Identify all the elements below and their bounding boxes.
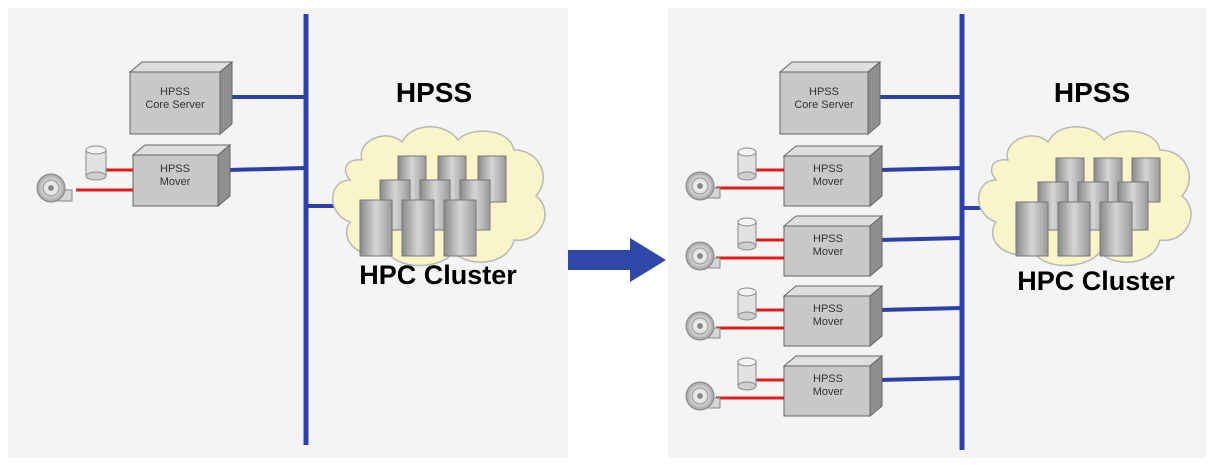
mover-label-line1: HPSS: [813, 373, 843, 385]
server-icon: [359, 199, 393, 257]
mover-label-line1: HPSS: [813, 163, 843, 175]
disk-icon: [737, 287, 757, 321]
mover-label-line2: Mover: [813, 176, 844, 188]
disk-icon: [737, 147, 757, 181]
core-server-box: HPSS Core Server: [778, 60, 882, 136]
disk-icon: [737, 217, 757, 251]
mover-label-line1: HPSS: [160, 163, 190, 175]
tape-icon: [685, 241, 721, 271]
hpss-title: HPSS: [396, 77, 472, 108]
tape-icon: [685, 311, 721, 341]
mover-label-line1: HPSS: [813, 303, 843, 315]
cluster-servers: [359, 155, 507, 257]
mover-label-line2: Mover: [160, 176, 191, 188]
left-scenario: HPSS Core Server HPSS Mover HPSS: [36, 14, 546, 445]
mover-unit: HPSS Mover: [685, 284, 963, 348]
mover-box: [783, 295, 871, 347]
transition-arrow: [568, 238, 666, 282]
disk-icon: [85, 145, 107, 181]
core-server-label-line2: Core Server: [794, 99, 854, 111]
hpc-cluster-label: HPC Cluster: [1017, 266, 1175, 296]
mover-unit: HPSS Mover: [685, 214, 963, 278]
right-scenario: HPSS Core Server HPSS Mover: [685, 14, 1192, 450]
cluster-servers: [1015, 157, 1161, 257]
server-icon: [443, 199, 477, 257]
mover-box: [783, 225, 871, 277]
mover-unit: HPSS Mover: [685, 144, 963, 208]
mover-box: HPSS Mover: [131, 143, 232, 208]
mover-box: [783, 365, 871, 417]
server-icon: [1099, 201, 1133, 257]
mover-label-line1: HPSS: [813, 233, 843, 245]
tape-icon: [685, 381, 721, 411]
mover-box: [783, 155, 871, 207]
tape-icon: [36, 173, 73, 203]
mover-label-line2: Mover: [813, 246, 844, 258]
tape-icon: [685, 171, 721, 201]
mover-label-line2: Mover: [813, 316, 844, 328]
disk-icon: [737, 357, 757, 391]
core-server-label-line2: Core Server: [145, 99, 205, 111]
core-server-label-line1: HPSS: [809, 86, 839, 98]
hpc-cluster-label: HPC Cluster: [359, 260, 517, 290]
server-icon: [1057, 201, 1091, 257]
mover-unit: HPSS Mover: [685, 354, 963, 418]
mover-link: [227, 166, 307, 172]
hpss-title: HPSS: [1054, 77, 1130, 108]
server-icon: [401, 199, 435, 257]
mover-label-line2: Mover: [813, 386, 844, 398]
core-server-label-line1: HPSS: [160, 86, 190, 98]
core-server-box: HPSS Core Server: [128, 60, 234, 136]
server-icon: [1015, 201, 1049, 257]
